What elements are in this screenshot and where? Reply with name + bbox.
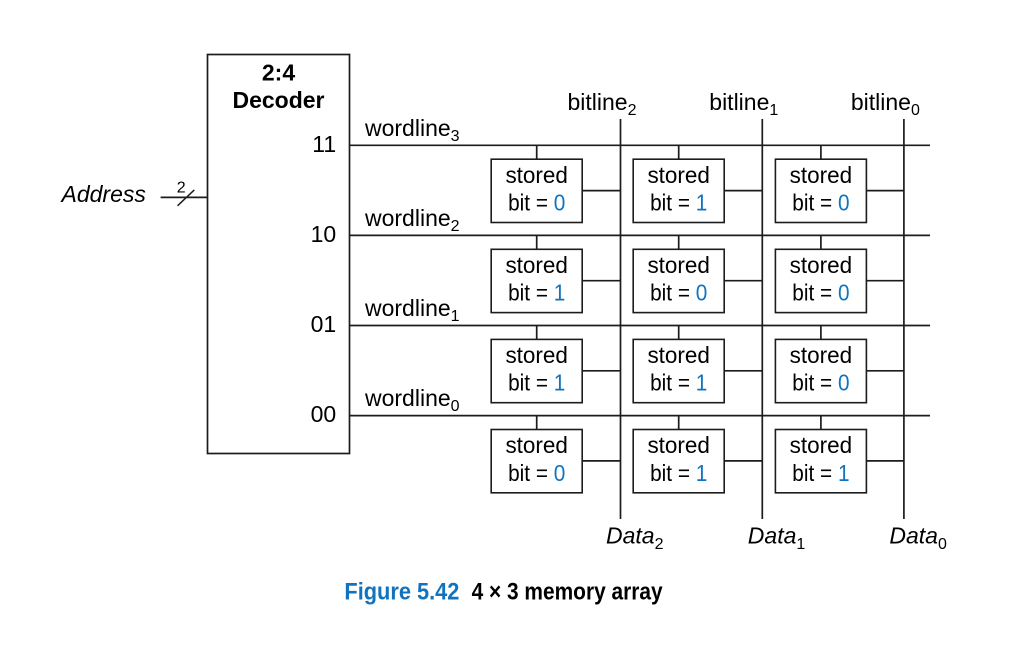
svg-text:Data2: Data2	[606, 523, 664, 554]
svg-text:2: 2	[177, 180, 186, 197]
svg-text:bit = 1: bit = 1	[650, 190, 707, 216]
svg-text:bit = 0: bit = 0	[792, 370, 849, 396]
svg-text:wordline3: wordline3	[364, 115, 460, 145]
svg-text:4 × 3 memory array: 4 × 3 memory array	[472, 579, 664, 606]
svg-text:bit = 1: bit = 1	[650, 460, 707, 486]
svg-text:00: 00	[311, 401, 337, 427]
svg-text:bitline1: bitline1	[709, 89, 778, 119]
svg-text:Decoder: Decoder	[232, 87, 324, 113]
svg-text:Address: Address	[60, 181, 147, 207]
svg-text:wordline0: wordline0	[364, 385, 460, 415]
svg-text:bit = 0: bit = 0	[792, 280, 849, 306]
svg-text:01: 01	[311, 311, 337, 337]
svg-text:Data0: Data0	[889, 523, 947, 554]
svg-text:bit = 0: bit = 0	[508, 190, 565, 216]
svg-text:stored: stored	[647, 342, 710, 368]
svg-text:wordline2: wordline2	[364, 205, 460, 235]
svg-text:stored: stored	[505, 162, 568, 188]
svg-text:stored: stored	[505, 342, 568, 368]
svg-text:bit = 0: bit = 0	[650, 280, 707, 306]
svg-text:bit = 1: bit = 1	[508, 280, 565, 306]
svg-text:bit = 1: bit = 1	[792, 460, 849, 486]
svg-text:stored: stored	[647, 162, 710, 188]
svg-text:Figure 5.42: Figure 5.42	[344, 579, 459, 606]
svg-text:stored: stored	[647, 432, 710, 458]
svg-text:bit = 0: bit = 0	[508, 460, 565, 486]
svg-text:bit = 1: bit = 1	[650, 370, 707, 396]
svg-text:stored: stored	[505, 252, 568, 278]
svg-text:stored: stored	[790, 252, 853, 278]
svg-text:bit = 1: bit = 1	[508, 370, 565, 396]
svg-text:stored: stored	[790, 342, 853, 368]
svg-text:stored: stored	[790, 162, 853, 188]
svg-text:11: 11	[312, 131, 336, 157]
svg-text:bitline2: bitline2	[567, 89, 636, 119]
svg-text:stored: stored	[505, 432, 568, 458]
svg-text:Data1: Data1	[748, 523, 806, 554]
svg-text:bitline0: bitline0	[851, 89, 920, 119]
svg-text:10: 10	[311, 221, 337, 247]
svg-text:bit = 0: bit = 0	[792, 190, 849, 216]
svg-text:stored: stored	[790, 432, 853, 458]
svg-text:wordline1: wordline1	[364, 295, 460, 325]
svg-text:stored: stored	[647, 252, 710, 278]
svg-text:2:4: 2:4	[262, 59, 295, 85]
